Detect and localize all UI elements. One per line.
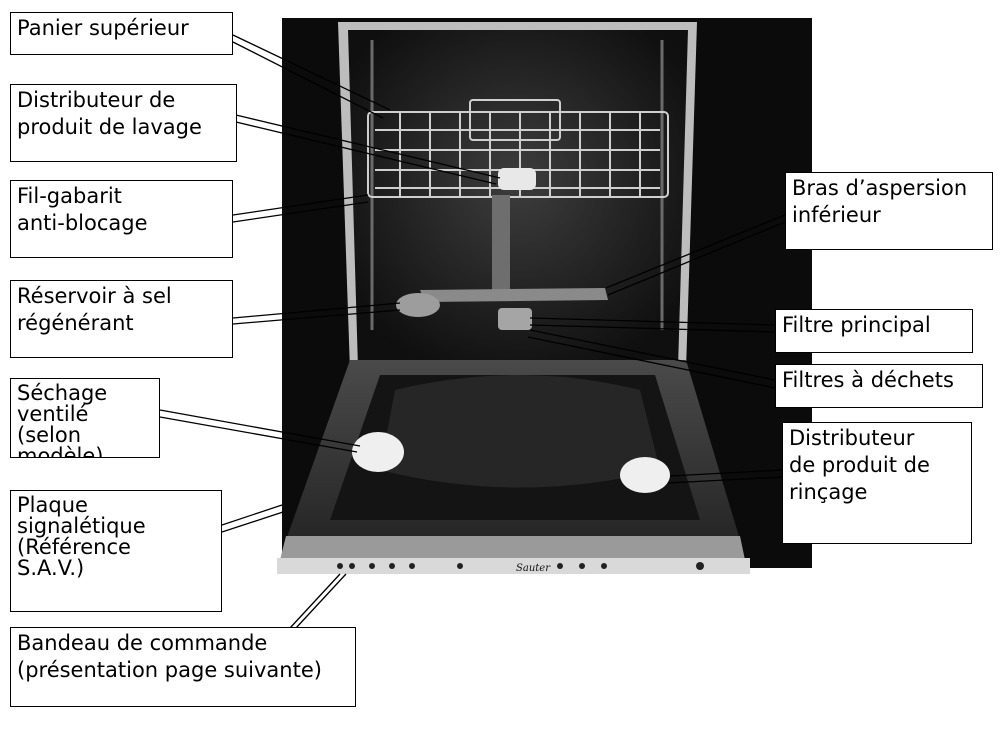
rinse-aid-dispenser <box>620 457 670 493</box>
brand-logo: Sauter <box>516 563 551 574</box>
label-plaque-signaletique: Plaque signalétique (Référence S.A.V.) <box>10 490 222 612</box>
label-distributeur-lavage: Distributeur de produit de lavage <box>10 84 237 162</box>
main-filter <box>498 308 532 330</box>
spray-tube <box>492 195 510 295</box>
label-bras-aspersion: Bras d’aspersion inférieur <box>785 172 993 250</box>
detergent-dispenser <box>498 168 536 190</box>
label-filtres-dechets: Filtres à déchets <box>775 364 983 408</box>
label-filtre-principal: Filtre principal <box>775 309 973 353</box>
control-panel <box>277 558 750 574</box>
salt-reservoir <box>396 293 440 317</box>
label-fil-gabarit: Fil-gabarit anti-blocage <box>10 180 233 258</box>
lower-spray-arm <box>420 288 608 302</box>
label-reservoir-sel: Réservoir à sel régénérant <box>10 280 233 358</box>
label-distributeur-rincage: Distributeur de produit de rinçage <box>782 422 972 544</box>
door-recess <box>380 375 660 488</box>
ventilated-drying-vent <box>352 432 404 472</box>
control-buttons <box>337 562 704 570</box>
label-panier-superieur: Panier supérieur <box>10 12 233 55</box>
label-sechage-ventile: Séchage ventilé (selon modèle) <box>10 378 160 458</box>
door-edge <box>280 536 745 560</box>
label-bandeau-commande: Bandeau de commande (présentation page s… <box>10 627 356 707</box>
